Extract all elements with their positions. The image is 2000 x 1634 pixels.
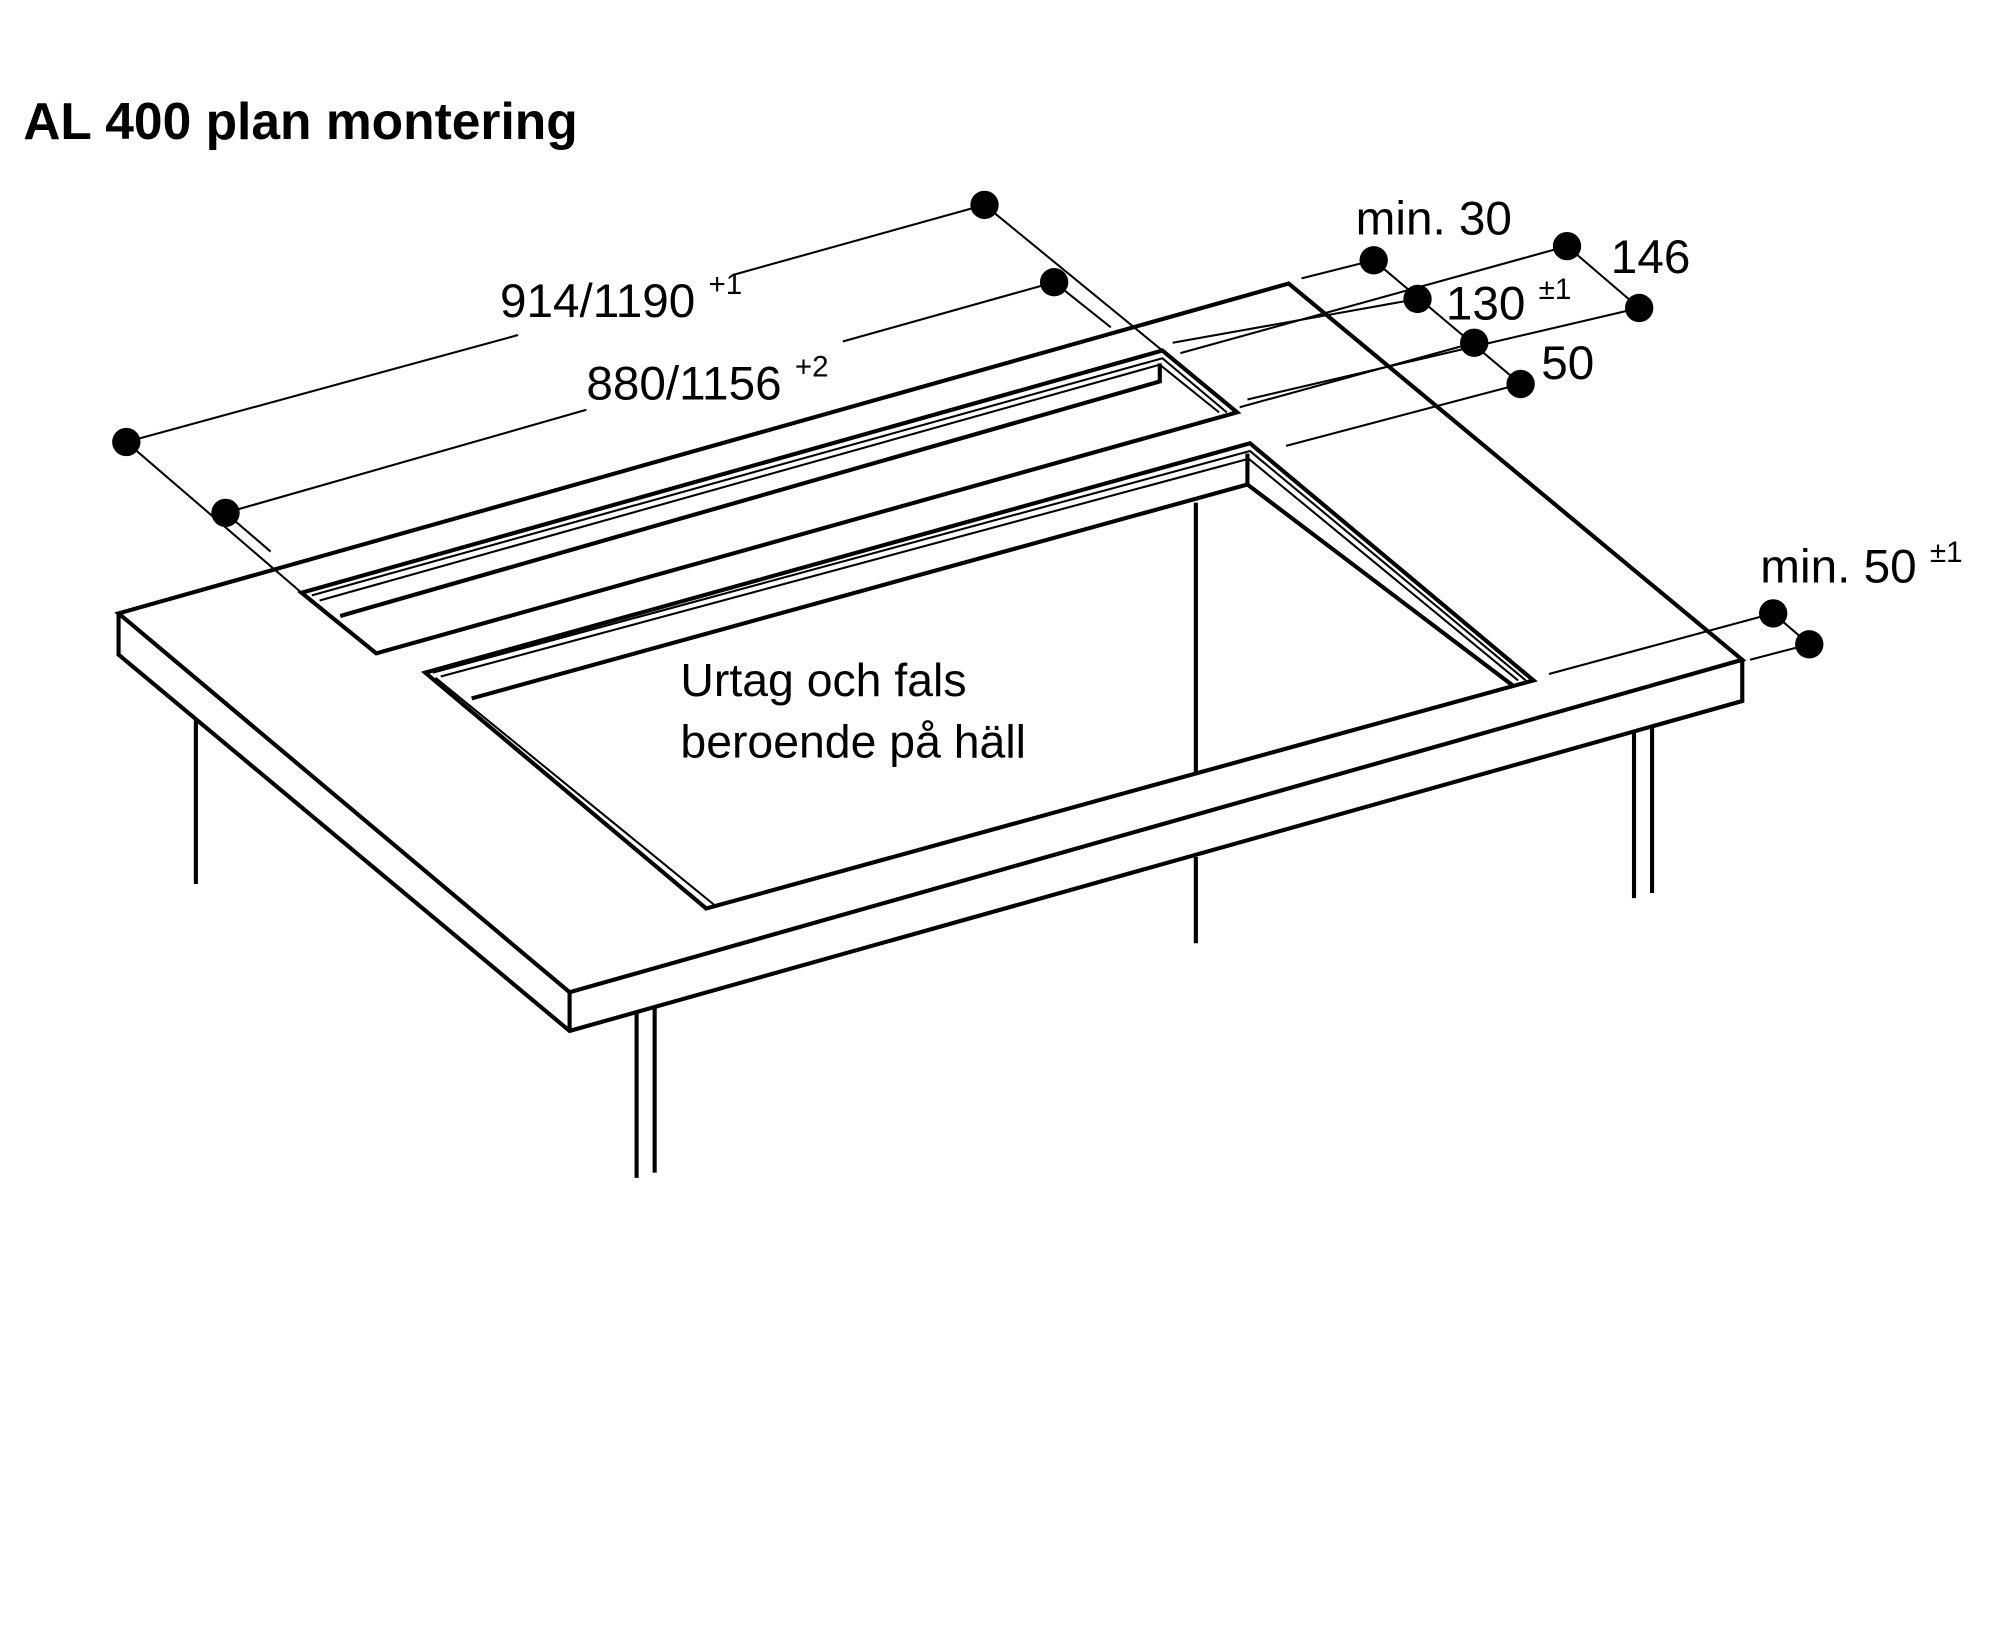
dimension-front-min: min. 50 ±1 [1548, 536, 1963, 675]
dimension-dot [1624, 293, 1654, 323]
svg-text:880/1156 +2: 880/1156 +2 [586, 350, 828, 410]
dimension-dot [1552, 231, 1582, 261]
cooktop-cutout [420, 441, 1538, 911]
dimension-dot [112, 427, 141, 457]
dimension-dot [970, 190, 999, 220]
dimension-dot [1759, 599, 1788, 628]
dimension-dot [1039, 268, 1069, 297]
cutout-length-value: 880/1156 [586, 357, 781, 410]
diagram-title: AL 400 plan montering [23, 92, 578, 150]
dimension-overall-length: 914/1190 +1 [112, 190, 1164, 594]
dimension-dot [1403, 284, 1432, 314]
depth-total-value: 146 [1611, 231, 1691, 284]
cutout-note-line1: Urtag och fals [680, 654, 966, 706]
strip-depth-value: 130 [1446, 278, 1526, 331]
back-min-value: min. 30 [1356, 193, 1512, 246]
svg-text:130 ±1: 130 ±1 [1446, 273, 1572, 331]
svg-text:min. 50 ±1: min. 50 ±1 [1760, 536, 1962, 594]
front-min-tolerance: ±1 [1930, 536, 1963, 569]
front-min-value: min. 50 [1760, 540, 1916, 593]
downdraft-cutout [297, 348, 1242, 656]
gap-value: 50 [1541, 337, 1594, 390]
cutout-length-tolerance: +2 [795, 350, 829, 383]
dimension-depths: min. 30 146 130 ±1 50 [1172, 193, 1691, 447]
overall-length-tolerance: +1 [708, 268, 742, 301]
dimension-dot [1460, 328, 1489, 357]
dimension-dot [1795, 630, 1824, 659]
svg-text:914/1190 +1: 914/1190 +1 [500, 268, 742, 328]
dimension-dot [1506, 369, 1535, 399]
dimension-dot [211, 498, 240, 528]
dimension-cutout-length: 880/1156 +2 [211, 268, 1112, 553]
countertop [114, 281, 1747, 1034]
overall-length-value: 914/1190 [500, 275, 695, 328]
cutout-note-line2: beroende på häll [680, 716, 1026, 768]
dimension-dot [1359, 246, 1388, 275]
cabinet-sides [193, 502, 1655, 1178]
strip-depth-tolerance: ±1 [1539, 273, 1572, 306]
